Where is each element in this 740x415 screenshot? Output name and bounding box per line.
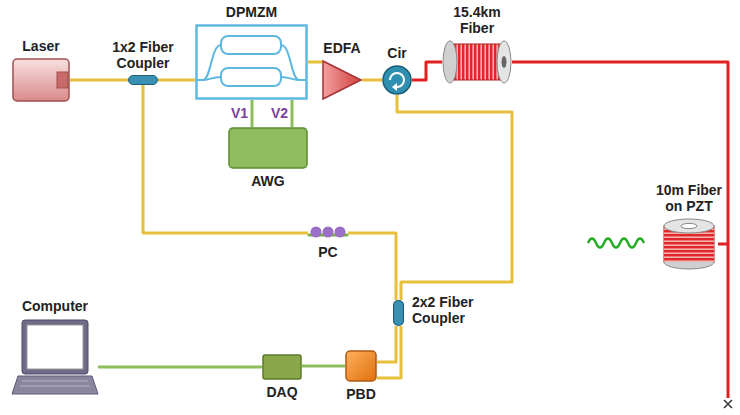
laser-icon bbox=[12, 58, 70, 102]
fiber-coupler-icon bbox=[128, 75, 158, 85]
component-label: 1x2 Fiber Coupler bbox=[102, 39, 184, 71]
waveform-generator-icon bbox=[228, 127, 308, 169]
fiber-link bbox=[158, 79, 195, 82]
component-label: DPMZM bbox=[226, 4, 277, 20]
polarization-controller: PC bbox=[308, 226, 348, 240]
computer: Computer bbox=[12, 318, 98, 398]
photodetector: PBD bbox=[345, 350, 377, 382]
component-label: 15.4km Fiber bbox=[441, 4, 513, 36]
modulator-icon bbox=[195, 24, 308, 100]
component-label: PC bbox=[318, 244, 337, 260]
component-label: EDFA bbox=[323, 40, 360, 56]
acquisition-card-icon bbox=[262, 354, 302, 380]
fiber-link bbox=[397, 95, 512, 300]
component-label: 2x2 Fiber Coupler bbox=[412, 294, 492, 326]
laser: Laser bbox=[12, 58, 70, 102]
computer-icon bbox=[12, 318, 98, 398]
fiber-tail bbox=[727, 244, 730, 398]
electrical-wire bbox=[302, 365, 345, 368]
polarization-controller-icon bbox=[308, 226, 348, 240]
fiber-link bbox=[308, 61, 322, 64]
fiber-link bbox=[377, 326, 396, 362]
fiber-link-sensing bbox=[412, 62, 442, 80]
fiber-end-mark bbox=[724, 400, 732, 408]
fiber-link bbox=[70, 79, 128, 82]
voltage-label: V1 bbox=[230, 105, 249, 121]
fiber-link bbox=[348, 233, 396, 300]
fiber-link-sensing bbox=[512, 62, 728, 244]
circulator: Cir bbox=[382, 65, 412, 95]
component-label: DAQ bbox=[266, 384, 297, 400]
fiber-coupler: 1x2 Fiber Coupler bbox=[128, 75, 158, 85]
component-label: Laser bbox=[22, 38, 59, 54]
fiber-spool-icon bbox=[442, 40, 512, 84]
photodetector-icon bbox=[345, 350, 377, 382]
electrical-wire bbox=[291, 100, 294, 127]
fiber-spool: 15.4km Fiber bbox=[442, 40, 512, 84]
fiber-spool-pzt-icon bbox=[660, 218, 718, 270]
fiber-link bbox=[377, 326, 401, 378]
waveform-generator: AWG bbox=[228, 127, 308, 169]
fiber-coupler: 2x2 Fiber Coupler bbox=[393, 300, 404, 326]
component-label: AWG bbox=[251, 173, 284, 189]
amplifier-icon bbox=[322, 60, 362, 100]
electrical-wire bbox=[251, 100, 254, 127]
pzt-drive-wave bbox=[588, 239, 644, 248]
fiber-coupler-icon bbox=[393, 300, 404, 326]
fiber-spool-pzt: 10m Fiber on PZT bbox=[660, 218, 718, 270]
component-label: 10m Fiber on PZT bbox=[648, 182, 730, 214]
acquisition-card: DAQ bbox=[262, 354, 302, 380]
component-label: Computer bbox=[22, 298, 88, 314]
fiber-link bbox=[143, 85, 308, 233]
circulator-icon bbox=[382, 65, 412, 95]
fiber-link bbox=[362, 79, 382, 82]
amplifier: EDFA bbox=[322, 60, 362, 100]
component-label: Cir bbox=[387, 45, 406, 61]
component-label: PBD bbox=[346, 386, 376, 402]
modulator: DPMZM bbox=[195, 24, 308, 100]
electrical-wire bbox=[98, 366, 262, 369]
voltage-label: V2 bbox=[270, 105, 289, 121]
